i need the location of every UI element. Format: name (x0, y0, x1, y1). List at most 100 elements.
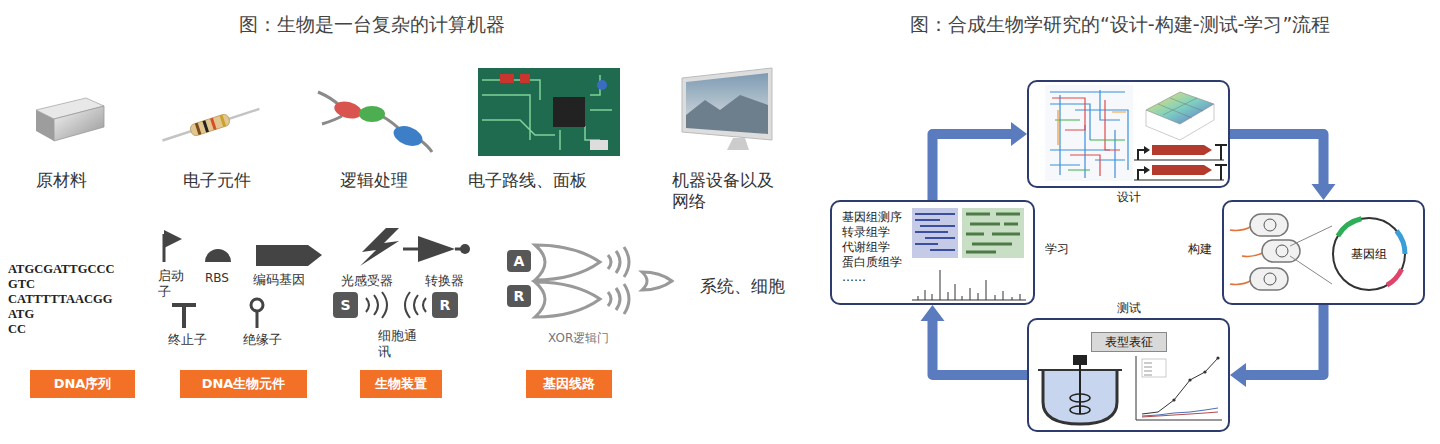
cycle-arrow (1230, 305, 1324, 387)
gate-label: XOR逻辑门 (548, 331, 609, 346)
gene-circuit-sketch-part (1138, 170, 1145, 180)
monitor-icon (682, 68, 772, 150)
cell-signal-waves-part (382, 292, 387, 318)
stage-heading: 构建 (1188, 242, 1212, 257)
gene-circuit-sketch-part (1144, 166, 1150, 174)
box-text: DNA生物元件 (202, 375, 286, 393)
bioreactor-illustration-part (1070, 394, 1090, 402)
monitor-icon-part (682, 68, 772, 140)
part-label: 编码基因 (253, 272, 305, 288)
growth-curve-chart-part (1142, 408, 1218, 416)
cell-signal-waves-part (423, 298, 426, 312)
gene-circuit-sketch-part (1152, 145, 1212, 155)
dna-sequence-line: CATTTTTAACGG (8, 292, 112, 307)
metabolic-network-map-part (1052, 98, 1120, 176)
growth-curve-chart-part (1142, 358, 1218, 414)
converter-symbol (403, 236, 470, 262)
photoreceptor-symbol (360, 228, 399, 266)
growth-curve-chart-part (1188, 378, 1191, 381)
component-caption: 原材料 (36, 170, 87, 191)
signal-box: R (507, 285, 531, 307)
part-label: RBS (205, 271, 229, 286)
metabolic-network-map (1045, 85, 1133, 181)
cycle-arrow-shaft (933, 321, 1028, 375)
cycle-stage-panel: 测试表型表征 (1027, 318, 1230, 432)
growth-curve-chart-part (1172, 398, 1175, 401)
stage-heading: 设计 (1029, 190, 1228, 205)
bacteria-cells-part (1230, 280, 1252, 285)
bacteria-cells-part (1290, 226, 1332, 246)
logic-component-icon-part (391, 122, 425, 149)
gel-image (912, 208, 958, 258)
component-caption: 逻辑处理 (340, 170, 408, 191)
component-caption: 电子元件 (183, 170, 251, 191)
monitor-icon-part (686, 73, 768, 134)
logic-component-icon-part (332, 99, 363, 122)
category-tag: DNA序列 (30, 370, 135, 398)
part-label: 光感受器 (341, 273, 393, 289)
bioreactor-illustration (1038, 355, 1122, 424)
metabolic-network-map-part (1058, 110, 1126, 145)
bacteria-cells-part (1230, 226, 1252, 231)
resistor-icon-part (210, 118, 217, 130)
bacteria-cells-part (1276, 245, 1288, 257)
stage-heading: 测试 (1029, 301, 1228, 316)
metal-bar-icon-part (54, 106, 104, 141)
figure-title: 图：生物是一台复杂的计算机器 (239, 13, 505, 37)
mass-spectrum-part (918, 270, 1020, 300)
resistor-icon (161, 103, 262, 146)
cycle-arrow (921, 305, 1028, 375)
cycle-stage-panel: 设计 (1027, 80, 1230, 188)
xor-gate-symbol-part (535, 245, 600, 280)
part-label: 细胞通讯 (378, 328, 420, 361)
cycle-arrow-shaft (1246, 305, 1324, 375)
cycle-arrow-head (921, 305, 945, 321)
insulator-symbol (251, 299, 263, 328)
bacteria-cells-part (1290, 256, 1332, 284)
promoter-symbol (164, 230, 182, 262)
bacteria-cells-part (1242, 252, 1264, 257)
insulator-symbol-part (256, 311, 259, 328)
cell-signal-waves-part (405, 292, 410, 318)
cycle-arrow-head (1312, 184, 1336, 200)
box-text: 表型表征 (1105, 334, 1153, 351)
box-text: R (440, 297, 451, 313)
monitor-icon-part (727, 138, 749, 150)
gel-image-part (912, 208, 958, 258)
expression-heatmap-part (962, 208, 1024, 258)
cycle-arrow-head (1011, 122, 1027, 146)
gene-circuit-sketch-part (1152, 165, 1212, 175)
growth-curve-chart-part (1203, 370, 1206, 373)
cycle-arrow-head (1230, 363, 1246, 387)
metabolic-network-map-part (1045, 85, 1133, 181)
logic-component-icon (318, 92, 432, 152)
bioreactor-illustration-part (1073, 355, 1087, 365)
gene-circuit-sketch-part (1134, 179, 1224, 180)
cell-signal-waves-part (414, 295, 418, 315)
xor-gate-symbol-part (624, 247, 629, 277)
logic-component-icon-part (420, 140, 432, 152)
cycle-arrow-shaft (1230, 134, 1324, 184)
box-text: S (340, 297, 350, 313)
xor-gate-symbol-part (608, 255, 611, 269)
plasmid-ring-part (1329, 214, 1409, 294)
response-surface-plot-part (1146, 104, 1214, 140)
growth-curve-chart-part (1144, 363, 1152, 375)
cell-signal-waves-part (374, 295, 378, 315)
component-caption: 机器设备以及网络 (672, 170, 782, 213)
gene-circuit-sketch-part (1144, 146, 1150, 154)
cycle-stage-panel: 学习基因组测序 转录组学 代谢组学 蛋白质组学 …… (830, 200, 1035, 305)
part-label: 转换器 (425, 273, 464, 289)
expression-heatmap (962, 208, 1024, 258)
growth-curve-chart-part (1216, 356, 1219, 359)
xor-gate-symbol-part (616, 288, 620, 310)
response-surface-plot-part (1158, 98, 1203, 118)
dna-sequence-line: CC (8, 322, 26, 337)
box-text: 生物装置 (375, 375, 427, 393)
converter-symbol-part (460, 244, 470, 254)
growth-curve-chart-part (1142, 359, 1166, 377)
growth-curve-chart-part (1136, 356, 1222, 420)
resistor-icon-part (189, 113, 231, 137)
plasmid-ring-part (1329, 214, 1409, 294)
